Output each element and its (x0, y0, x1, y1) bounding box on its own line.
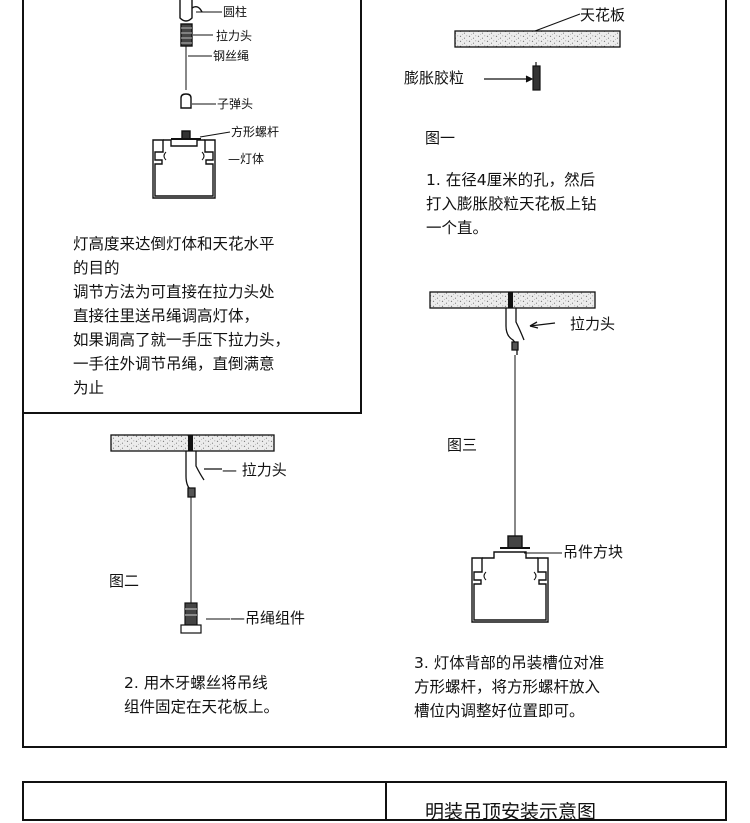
cylinder-part (179, 0, 193, 22)
lamp-body-fig3 (471, 535, 562, 623)
step-line: 组件固定在天花板上。 (124, 698, 280, 716)
note-line: 如果调高了就一手压下拉力头， (73, 331, 291, 349)
inner-left-panel (22, 0, 362, 414)
bottom-title-divider (385, 781, 387, 821)
tension-head-fig2 (185, 451, 222, 498)
note-line: 为止 (73, 379, 105, 397)
expansion-anchor-fig1 (484, 62, 541, 91)
adjustment-note: 灯高度来达倒灯体和天花水平 的目的 调节方法为可直接在拉力头处 直接往里送吊绳调… (73, 232, 290, 400)
label-wire-rope: 钢丝绳 (213, 49, 250, 63)
component-stack (152, 0, 216, 199)
note-line: 灯高度来达倒灯体和天花水平 (73, 235, 275, 253)
step-line: 2. 用木牙螺丝将吊线 (124, 674, 268, 692)
note-line: 一手往外调节吊绳，直倒满意 (73, 355, 275, 373)
label-expansion-anchor: 膨胀胶粒 (404, 69, 465, 87)
step-3-text: 3. 灯体背部的吊装槽位对准 方形螺杆，将方形螺杆放入 槽位内调整好位置即可。 (414, 651, 604, 723)
label-ceiling-fig1: 天花板 (580, 6, 626, 24)
figure-2-title: 图二 (109, 572, 140, 590)
note-line: 的目的 (73, 259, 120, 277)
step-line: 槽位内调整好位置即可。 (414, 702, 585, 720)
label-hanger-block: 吊件方块 (563, 543, 624, 561)
label-square-screw: 方形螺杆 (231, 125, 280, 139)
label-tension-head-fig2: — 拉力头 (222, 461, 287, 479)
tension-head-fig3 (505, 308, 556, 355)
step-2-text: 2. 用木牙螺丝将吊线 组件固定在天花板上。 (124, 671, 279, 719)
note-line: 直接往里送吊绳调高灯体， (73, 307, 260, 325)
ceiling-slab-fig1 (454, 30, 621, 48)
label-tension-head: 拉力头 (216, 29, 253, 43)
figure-1-title: 图一 (425, 129, 456, 147)
note-line: 调节方法为可直接在拉力头处 (73, 283, 275, 301)
bullet-head-part (180, 93, 192, 109)
step-line: 打入膨胀胶粒天花板上钻 (426, 195, 597, 213)
step-line: 1. 在径4厘米的孔，然后 (426, 171, 596, 189)
label-bullet-head: 子弹头 (217, 97, 254, 111)
wire-assembly-fig2 (180, 602, 230, 634)
step-line: 3. 灯体背部的吊装槽位对准 (414, 654, 605, 672)
step-1-text: 1. 在径4厘米的孔，然后 打入膨胀胶粒天花板上钻 一个直。 (426, 168, 597, 240)
label-wire-assembly: —吊绳组件 (230, 609, 306, 627)
label-cylinder: 圆柱 (223, 5, 248, 19)
label-tension-head-fig3: 拉力头 (570, 315, 616, 333)
figure-3-title: 图三 (447, 436, 478, 454)
step-line: 一个直。 (426, 219, 489, 237)
lamp-body-profile (152, 139, 216, 199)
label-lamp-body: —灯体 (228, 152, 265, 166)
step-line: 方形螺杆，将方形螺杆放入 (414, 678, 601, 696)
